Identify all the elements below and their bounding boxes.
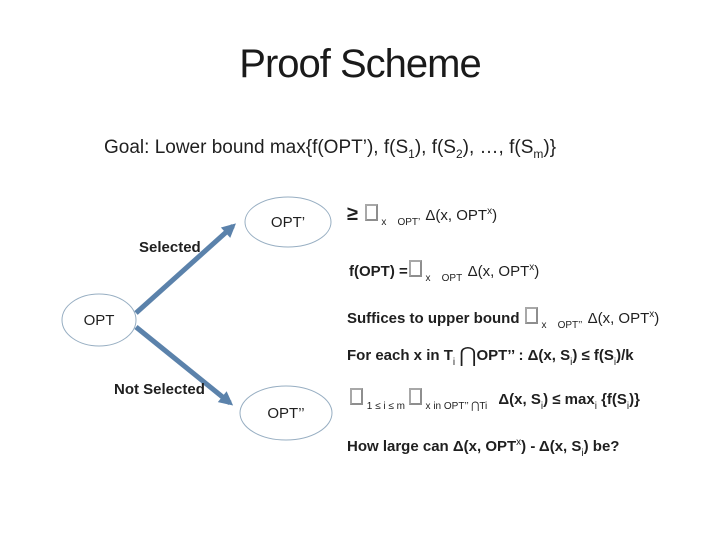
selected-arrow [134, 223, 236, 315]
formula-segment-sup: x [529, 262, 535, 273]
formula-double-sum-max: 1 ≤ i ≤ m x in OPT’’ ⋂Ti Δ(x, Si) ≤ maxi… [349, 388, 640, 419]
formula-segment-b: f(OPT) = [349, 263, 408, 280]
formula-segment-sub: x in OPT’’ ⋂Ti [422, 401, 491, 412]
formula-segment-t: ), f(S [414, 137, 456, 158]
slide-title: Proof Scheme [239, 42, 481, 86]
not-selected-arrow [134, 325, 234, 406]
formula-segment-sup: x [649, 309, 655, 320]
formula-how-large-question: How large can Δ(x, OPTx) - Δ(x, Si) be? [347, 431, 619, 466]
formula-segment-t: ) [534, 263, 540, 280]
formula-segment-sup: x [516, 437, 522, 448]
opt-double-prime-node-label: OPT’’ [267, 405, 304, 422]
formula-segment-b: )} [629, 391, 640, 408]
formula-segment-b: ) ≤ max [543, 391, 595, 408]
formula-f-opt-sum: f(OPT) = x OPT Δ(x, OPTx) [349, 256, 539, 291]
opt-prime-node-label: OPT’ [271, 214, 305, 231]
not-selected-edge-label: Not Selected [114, 381, 205, 398]
formula-segment-box [408, 388, 422, 405]
formula-segment-sub: 2 [455, 147, 463, 161]
formula-segment-sub: x OPT’’ [538, 320, 588, 331]
formula-segment-sub: i [626, 401, 630, 412]
formula-segment-t: Δ(x, OPT [587, 310, 650, 327]
opt-node-label: OPT [84, 312, 115, 329]
formula-segment-b: {f(S [596, 391, 627, 408]
formula-segment-t: Goal: Lower bound max{f(OPT’), f(S [104, 137, 409, 158]
opt-double-prime-node-ellipse [239, 385, 333, 441]
formula-lower-bound-sum: ≥ x OPT’ Δ(x, OPTx) [347, 200, 497, 235]
formula-segment-sup: x [487, 206, 493, 217]
formula-segment-sub: i [452, 357, 456, 368]
formula-segment-box [350, 388, 363, 405]
formula-segment-sub: m [533, 147, 544, 161]
selected-edge-label: Selected [139, 239, 201, 256]
formula-for-each-x: For each x in Ti ⋂OPT’’ : Δ(x, Si) ≤ f(S… [347, 344, 634, 375]
opt-prime-node-ellipse [244, 196, 332, 248]
formula-segment-b: OPT’’ : Δ(x, S [476, 347, 571, 364]
goal-statement: Goal: Lower bound max{f(OPT’), f(S1), f(… [104, 137, 556, 161]
formula-segment-t: )} [543, 137, 557, 158]
formula-segment-sub: x OPT’ [378, 217, 426, 228]
formula-segment-t: ) [654, 310, 660, 327]
formula-segment-t: ), …, f(S [462, 137, 534, 158]
formula-segment-b: )/k [616, 347, 634, 364]
formula-segment-sub: i [581, 448, 584, 459]
formula-segment-sub: i [613, 357, 617, 368]
formula-segment-b: Suffices to upper bound [347, 310, 524, 327]
formula-segment-b: ) ≤ f(S [572, 347, 614, 364]
opt-node-ellipse [61, 293, 137, 347]
formula-segment-big: ≥ [347, 203, 364, 225]
formula-segment-sub: 1 ≤ i ≤ m [364, 401, 408, 412]
formula-segment-b: ) - Δ(x, S [521, 438, 582, 455]
formula-segment-b: Δ(x, S [490, 391, 541, 408]
formula-segment-sub: i [540, 401, 544, 412]
formula-segment-b: For each x in T [347, 347, 453, 364]
formula-segment-sub: i [570, 357, 573, 368]
formula-segment-sub: i [594, 401, 597, 412]
formula-segment-t: Δ(x, OPT [425, 207, 488, 224]
formula-segment-t: Δ(x, OPT [467, 263, 530, 280]
formula-segment-box [408, 260, 422, 277]
formula-segment-b: ) be? [583, 438, 620, 455]
formula-segment-box [524, 307, 538, 324]
formula-suffices-upper-bound: Suffices to upper bound x OPT’’ Δ(x, OPT… [347, 303, 659, 338]
formula-segment-b: How large can Δ(x, OPT [347, 438, 517, 455]
formula-segment-box [364, 204, 378, 221]
formula-segment-cap: ⋂ [459, 344, 477, 367]
formula-segment-sub: 1 [408, 147, 415, 161]
formula-segment-sub: x OPT [422, 273, 468, 284]
formula-segment-t: ) [492, 207, 498, 224]
